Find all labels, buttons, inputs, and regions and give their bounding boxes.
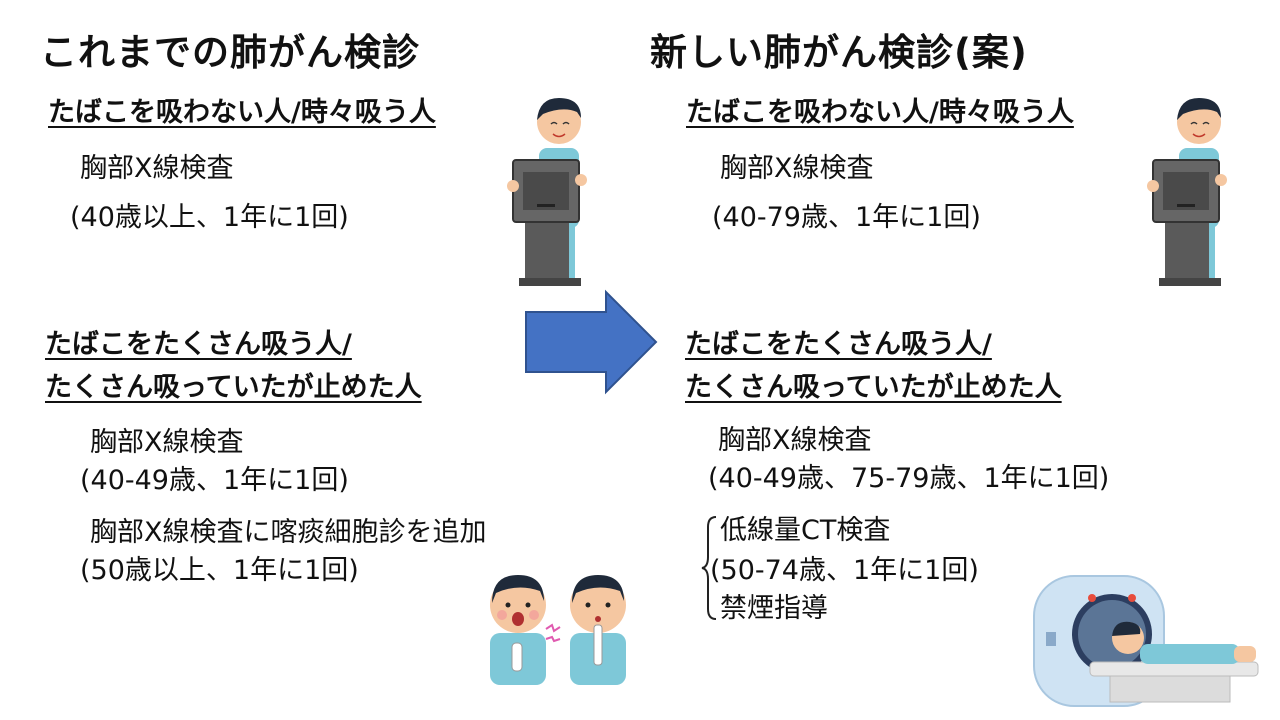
right-group2-heading-line1: たばこをたくさん吸う人/ xyxy=(685,329,992,360)
left-group1-detail: (40歳以上、1年に1回) xyxy=(70,202,349,233)
left-group1-heading: たばこを吸わない人/時々吸う人 xyxy=(48,97,436,128)
left-group2-heading-line1: たばこをたくさん吸う人/ xyxy=(45,329,352,360)
right-group1-detail: (40-79歳、1年に1回) xyxy=(712,202,981,233)
bracket-icon xyxy=(701,516,717,620)
left-group2-exam2: 胸部X線検査に喀痰細胞診を追加 xyxy=(90,517,487,548)
xray-technician-illustration xyxy=(507,98,587,286)
left-group2-exam1: 胸部X線検査 xyxy=(90,427,244,458)
xray-technician-illustration-right xyxy=(1147,98,1227,286)
left-title: これまでの肺がん検診 xyxy=(40,31,420,74)
right-bracket-item1: 低線量CT検査 xyxy=(720,515,891,546)
right-title: 新しい肺がん検診(案) xyxy=(650,31,1028,74)
right-group1-heading: たばこを吸わない人/時々吸う人 xyxy=(686,97,1074,128)
left-group2-detail2: (50歳以上、1年に1回) xyxy=(80,555,359,586)
left-group1-exam: 胸部X線検査 xyxy=(80,153,234,184)
right-bracket-item2: (50-74歳、1年に1回) xyxy=(710,555,979,586)
sputum-test-illustration xyxy=(490,575,626,685)
right-group2-exam1: 胸部X線検査 xyxy=(718,425,872,456)
right-group1-exam: 胸部X線検査 xyxy=(720,153,874,184)
left-group2-detail1: (40-49歳、1年に1回) xyxy=(80,465,349,496)
left-group2-heading-line2: たくさん吸っていたが止めた人 xyxy=(45,372,422,403)
ct-scanner-illustration xyxy=(1033,575,1259,707)
right-group2-heading-line2: たくさん吸っていたが止めた人 xyxy=(685,372,1062,403)
right-arrow-icon xyxy=(525,289,658,395)
right-group2-detail1: (40-49歳、75-79歳、1年に1回) xyxy=(708,463,1110,494)
right-bracket-item3: 禁煙指導 xyxy=(720,593,828,624)
